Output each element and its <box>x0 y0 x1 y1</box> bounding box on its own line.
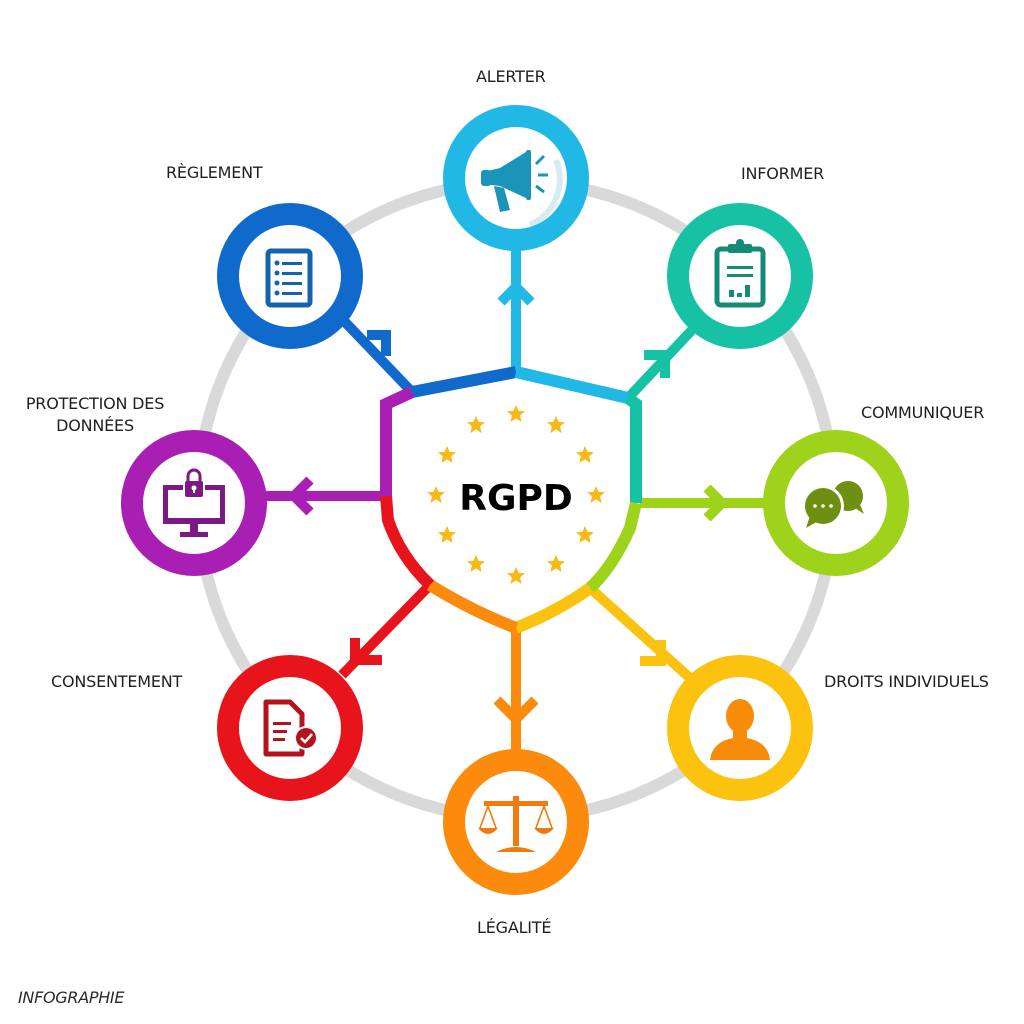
connector-communiquer <box>640 484 764 522</box>
connector-reglement <box>341 318 416 396</box>
footer-caption: INFOGRAPHIE <box>18 988 125 1007</box>
document-check-icon <box>263 699 318 757</box>
node-alerter[interactable] <box>443 105 589 251</box>
scales-icon <box>478 796 554 852</box>
clipboard-chart-icon <box>714 239 766 308</box>
connector-droits <box>586 584 694 682</box>
document-list-icon <box>265 248 313 308</box>
label-protection: PROTECTION DES DONNÉES <box>12 393 178 437</box>
node-communiquer[interactable] <box>763 430 909 576</box>
monitor-lock-icon <box>163 468 225 537</box>
node-protection[interactable] <box>121 430 267 576</box>
label-droits: DROITS INDIVIDUELS <box>824 672 989 691</box>
node-legalite[interactable] <box>443 749 589 895</box>
megaphone-icon <box>481 150 548 212</box>
label-protection-line2: DONNÉES <box>56 416 134 435</box>
label-consentement: CONSENTEMENT <box>51 672 183 691</box>
chat-bubbles-icon <box>802 481 864 528</box>
label-communiquer: COMMUNIQUER <box>861 403 985 422</box>
label-reglement: RÈGLEMENT <box>166 163 263 182</box>
center-title: RGPD <box>459 478 573 519</box>
connector-informer <box>624 326 696 402</box>
connector-protection <box>266 476 386 516</box>
node-consentement[interactable] <box>217 655 363 801</box>
connector-legalite <box>493 628 539 750</box>
label-informer: INFORMER <box>741 164 825 183</box>
label-legalite: LÉGALITÉ <box>477 918 552 937</box>
connector-alerter <box>497 250 535 372</box>
connector-consentement <box>338 581 434 679</box>
node-reglement[interactable] <box>217 203 363 349</box>
label-protection-line1: PROTECTION DES <box>25 394 165 413</box>
node-droits[interactable] <box>667 655 813 801</box>
person-icon <box>710 699 770 760</box>
connectors <box>266 250 764 750</box>
label-alerter: ALERTER <box>476 67 546 86</box>
node-informer[interactable] <box>667 203 813 349</box>
shield <box>380 366 642 634</box>
